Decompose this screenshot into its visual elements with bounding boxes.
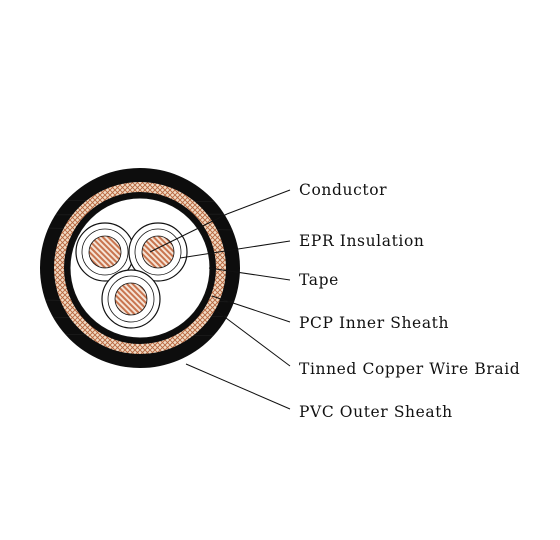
leader-conductor-outer	[226, 189, 291, 215]
label-conductor: Conductor	[299, 181, 387, 199]
label-pcp-inner-sheath: PCP Inner Sheath	[299, 314, 449, 332]
leader-braid	[217, 311, 291, 367]
leader-outer-sheath	[185, 363, 291, 410]
braid-ring	[54, 182, 226, 354]
core-top-left	[75, 222, 135, 282]
leader-inner-sheath	[211, 295, 291, 323]
label-tape: Tape	[299, 271, 339, 289]
conductor-strands	[141, 235, 175, 269]
conductor-strands	[88, 235, 122, 269]
label-tinned-copper-wire-braid: Tinned Copper Wire Braid	[299, 360, 520, 378]
leader-tape	[208, 267, 291, 281]
core-bottom	[101, 269, 161, 329]
label-epr-insulation: EPR Insulation	[299, 232, 424, 250]
label-pvc-outer-sheath: PVC Outer Sheath	[299, 403, 453, 421]
leader-insulation	[179, 240, 291, 259]
leader-conductor	[149, 213, 228, 253]
core-top-right	[128, 222, 188, 282]
conductor-strands	[114, 282, 148, 316]
